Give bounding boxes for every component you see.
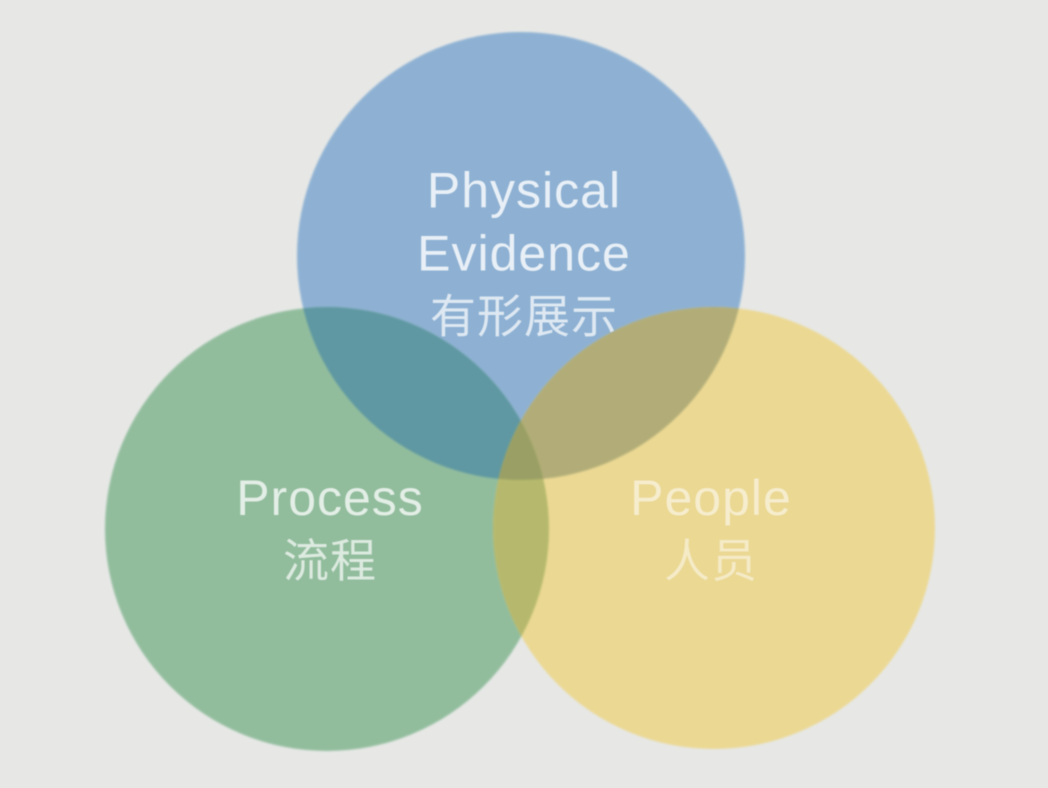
physical-people-overlap [493,307,745,480]
physical-process-overlap [297,307,549,480]
